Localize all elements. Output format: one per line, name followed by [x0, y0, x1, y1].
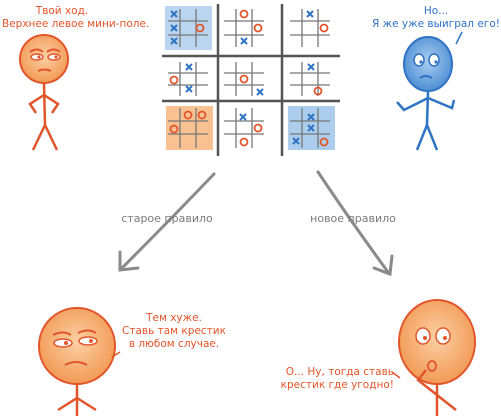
- arrow-new-rule: [316, 170, 394, 277]
- label-old-rule: старое правило: [121, 212, 213, 225]
- speech-top-left: Твой ход. Верхнее левое мини-поле.: [2, 5, 150, 31]
- speech-line: крестик где угодно!: [280, 379, 394, 391]
- blue-stick-figure-top: [396, 31, 463, 151]
- ultimate-tic-tac-toe-board: [162, 4, 340, 156]
- orange-stick-figure-bottom-right: [391, 299, 476, 416]
- arrow-old-rule: [118, 172, 216, 272]
- speech-bottom-left: Тем хуже. Ставь там крестик в любом случ…: [118, 312, 230, 351]
- speech-line: Тем хуже.: [146, 312, 202, 324]
- orange-stick-figure-top: [19, 34, 69, 151]
- speech-line: Я же уже выиграл его!: [372, 18, 500, 30]
- speech-line: О... Ну, тогда ставь: [285, 366, 394, 378]
- speech-line: Верхнее левое мини-поле.: [2, 18, 150, 30]
- speech-line: в любом случае.: [128, 338, 220, 350]
- speech-line: Твой ход.: [35, 5, 89, 17]
- speech-bottom-right: О... Ну, тогда ставь крестик где угодно!: [268, 366, 394, 392]
- speech-line: Но...: [423, 5, 449, 17]
- orange-stick-figure-bottom: [38, 307, 121, 416]
- label-new-rule: новое правило: [310, 212, 396, 225]
- speech-line: Ставь там крестик: [122, 325, 226, 337]
- speech-top-right: Но... Я же уже выиграл его!: [372, 5, 500, 31]
